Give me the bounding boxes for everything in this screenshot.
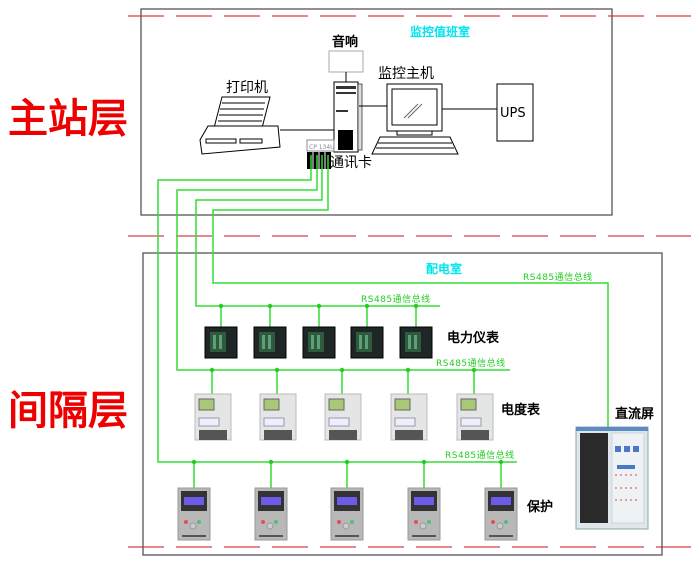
speaker-icon [328, 50, 364, 73]
comm-card-box [306, 139, 335, 152]
protection-device[interactable] [177, 459, 211, 541]
energy-meter-row [194, 367, 494, 441]
bus-node [413, 303, 419, 309]
bus-node [267, 303, 273, 309]
printer-paper-icon [213, 96, 271, 129]
bus-node [218, 303, 224, 309]
protection-device[interactable] [407, 459, 441, 541]
power-meter-row [204, 303, 433, 359]
bus-node [344, 459, 350, 465]
energy-meter-label: 电度表 [501, 402, 541, 418]
bus-node [209, 367, 215, 373]
bus-node [498, 459, 504, 465]
distribution-room-label: 配电室 [426, 261, 462, 276]
bay-layer-label: 间隔层 [8, 388, 128, 434]
host-label: 监控主机 [378, 66, 434, 82]
power-meter-device[interactable] [204, 303, 238, 359]
power-meter-device[interactable] [253, 303, 287, 359]
protection-row [177, 459, 518, 541]
speaker[interactable]: 音响 [328, 34, 364, 82]
ups[interactable]: UPS [496, 83, 534, 142]
power-meter-bus-label: RS485通信总线 [361, 293, 431, 305]
energy-meter-device[interactable] [194, 367, 232, 441]
control-room-frame [140, 8, 613, 216]
protection-label: 保护 [526, 499, 553, 515]
comm-card[interactable]: CP 134U 通讯卡 [306, 139, 372, 171]
dc-bus-label: RS485通信总线 [523, 271, 593, 283]
bus-node [274, 367, 280, 373]
control-room-label: 监控值班室 [410, 24, 470, 39]
bus-node [471, 367, 477, 373]
power-meter-bus-line [195, 155, 440, 307]
protection-device[interactable] [330, 459, 364, 541]
energy-meter-device[interactable] [390, 367, 428, 441]
ups-label: UPS [500, 106, 526, 121]
power-meter-device[interactable] [302, 303, 336, 359]
bus-node [316, 303, 322, 309]
speaker-label: 音响 [332, 34, 358, 50]
dc-bus-line [212, 155, 609, 430]
host-tower[interactable] [333, 81, 363, 153]
energy-meter-device[interactable] [456, 367, 494, 441]
protection-bus-line [157, 155, 517, 463]
protection-device[interactable] [484, 459, 518, 541]
bus-node [364, 303, 370, 309]
dc-panel-label: 直流屏 [615, 406, 654, 422]
dc-panel[interactable]: 直流屏 [575, 406, 654, 530]
comm-card-label: 通讯卡 [330, 155, 372, 171]
power-meter-device[interactable] [350, 303, 384, 359]
bus-node [268, 459, 274, 465]
printer-label: 打印机 [226, 79, 268, 96]
distribution-room-frame [142, 252, 663, 556]
keyboard-icon [371, 136, 459, 155]
printer[interactable]: 打印机 [199, 79, 334, 155]
monitoring-host[interactable]: 监控主机 [359, 66, 497, 155]
power-meter-device[interactable] [399, 303, 433, 359]
comm-card-model: CP 134U [309, 144, 335, 151]
power-meter-label: 电力仪表 [447, 330, 500, 346]
ups-box [496, 83, 534, 142]
bus-node [405, 367, 411, 373]
protection-bus-label: RS485通信总线 [445, 449, 515, 461]
energy-meter-device[interactable] [324, 367, 362, 441]
master-layer-label: 主站层 [8, 96, 128, 142]
bus-node [421, 459, 427, 465]
energy-meter-device[interactable] [259, 367, 297, 441]
bus-node [191, 459, 197, 465]
energy-meter-bus-label: RS485通信总线 [436, 357, 506, 369]
protection-device[interactable] [254, 459, 288, 541]
energy-meter-bus-line [176, 155, 510, 371]
bus-node [339, 367, 345, 373]
